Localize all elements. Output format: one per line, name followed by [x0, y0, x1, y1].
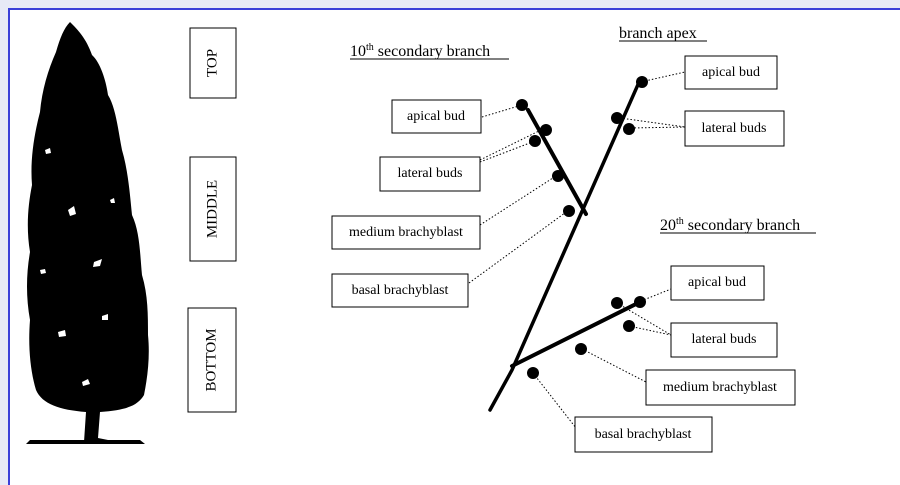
poplar-tree-silhouette	[26, 22, 149, 444]
leader-lines	[468, 71, 686, 429]
b10-basal-brachyblast-dot	[563, 205, 575, 217]
heading-10th-secondary-branch: 10th secondary branch	[350, 42, 509, 60]
level-label-bottom: BOTTOM	[203, 328, 219, 391]
label-box-b10-medium-brachyblast: medium brachyblast	[331, 215, 481, 250]
label-box-b20-basal-brachyblast: basal brachyblast	[574, 416, 713, 453]
label-box-apex-apical-bud: apical bud	[684, 55, 778, 90]
label-b20-medium-brachyblast: medium brachyblast	[663, 380, 777, 395]
b10-lateral-bud-dot	[540, 124, 552, 136]
heading-10-sup: th	[366, 42, 374, 53]
heading-20-sup: th	[676, 216, 684, 227]
label-b20-lateral-buds: lateral buds	[692, 332, 757, 347]
label-box-b10-apical-bud: apical bud	[391, 99, 482, 134]
apex-lateral-bud-dot	[611, 112, 623, 124]
label-b10-lateral-buds: lateral buds	[398, 166, 463, 181]
apex-lateral-bud-dot	[623, 123, 635, 135]
heading-10-rest: secondary branch	[374, 43, 490, 60]
level-box-middle: MIDDLE	[189, 156, 237, 262]
b20-lateral-bud-dot	[611, 297, 623, 309]
label-box-b20-medium-brachyblast: medium brachyblast	[645, 369, 796, 406]
heading-branch-apex-text: branch apex	[619, 25, 697, 42]
b20-medium-brachyblast-dot	[575, 343, 587, 355]
b10-apical-bud-dot	[516, 99, 528, 111]
b10-medium-brachyblast-dot	[552, 170, 564, 182]
label-box-b10-lateral-buds: lateral buds	[379, 156, 481, 192]
apex-apical-bud-dot	[636, 76, 648, 88]
label-b20-basal-brachyblast: basal brachyblast	[595, 427, 692, 442]
label-box-b10-basal-brachyblast: basal brachyblast	[331, 273, 469, 308]
b20-lateral-bud-dot	[623, 320, 635, 332]
label-b10-basal-brachyblast: basal brachyblast	[352, 283, 449, 298]
b20-basal-brachyblast-dot	[527, 367, 539, 379]
secondary-branch-20	[510, 301, 640, 368]
heading-branch-apex: branch apex	[619, 25, 707, 42]
heading-20th-secondary-branch: 20th secondary branch	[660, 216, 816, 234]
secondary-branch-10	[526, 108, 588, 216]
heading-20-rest: secondary branch	[684, 217, 800, 234]
label-apex-apical-bud: apical bud	[702, 65, 760, 80]
label-apex-lateral-buds: lateral buds	[702, 121, 767, 136]
branch-lines	[488, 78, 642, 412]
label-box-b20-lateral-buds: lateral buds	[670, 322, 778, 358]
svg-text:10th secondary branch: 10th secondary branch	[350, 42, 490, 60]
label-b10-medium-brachyblast: medium brachyblast	[349, 225, 463, 240]
level-box-top: TOP	[189, 27, 237, 99]
svg-text:20th secondary branch: 20th secondary branch	[660, 216, 800, 234]
bud-dots	[516, 76, 648, 379]
level-label-middle: MIDDLE	[204, 180, 220, 238]
label-box-apex-lateral-buds: lateral buds	[684, 110, 785, 147]
level-label-top: TOP	[204, 49, 220, 77]
label-b20-apical-bud: apical bud	[688, 275, 746, 290]
b10-lateral-bud-dot	[529, 135, 541, 147]
main-axis	[488, 78, 642, 412]
label-b10-apical-bud: apical bud	[407, 109, 465, 124]
b20-apical-bud-dot	[634, 296, 646, 308]
level-box-bottom: BOTTOM	[187, 307, 237, 413]
heading-20-num: 20	[660, 217, 676, 234]
label-box-b20-apical-bud: apical bud	[670, 265, 765, 301]
heading-10-num: 10	[350, 43, 366, 60]
